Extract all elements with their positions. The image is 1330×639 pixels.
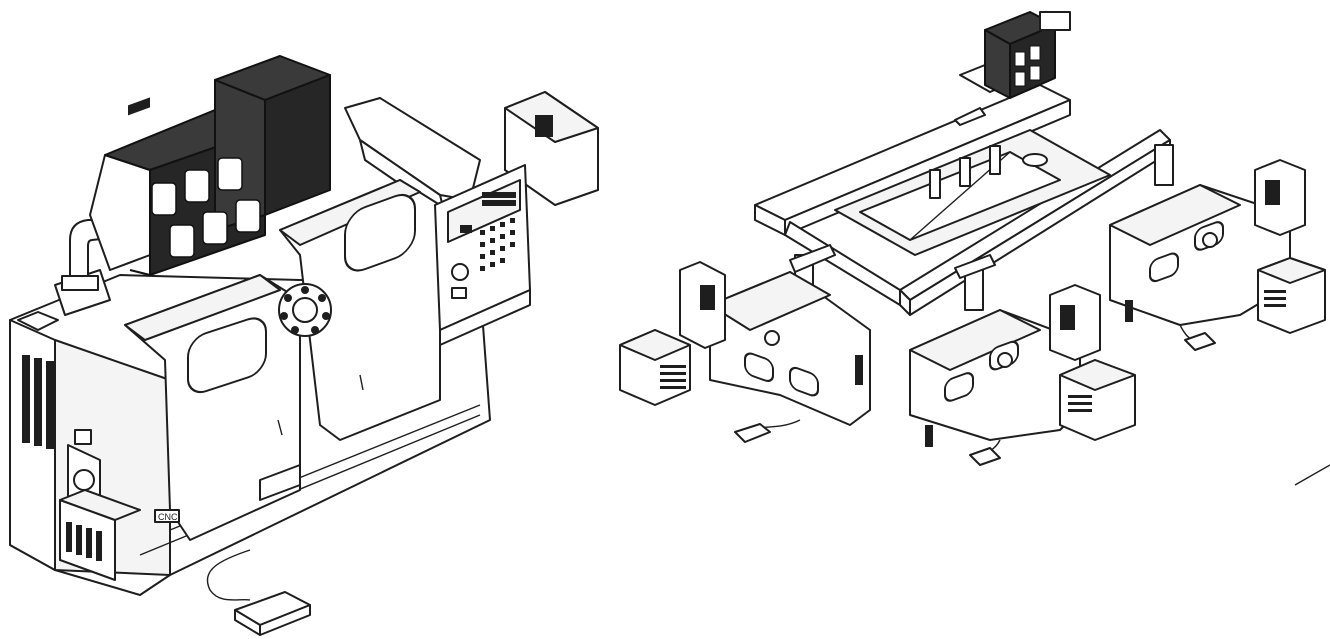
keypad <box>480 218 515 271</box>
machine-badge-plate <box>154 509 180 523</box>
coolant-unit <box>59 489 141 581</box>
control-panel <box>434 164 531 346</box>
chip-conveyor <box>344 91 599 216</box>
support-column-right <box>1154 144 1174 186</box>
sliding-guard-doors <box>124 179 441 541</box>
cell-machine-center <box>909 284 1136 466</box>
foot-pedal <box>206 549 311 636</box>
foot-pedal-right <box>1184 332 1216 351</box>
right-panel-manufacturing-cell <box>619 11 1330 486</box>
mist-collector-unit <box>89 55 331 276</box>
side-vents <box>22 355 54 449</box>
foot-pedal-left <box>734 423 771 443</box>
cropped-edge-line <box>1294 464 1330 486</box>
cart-slots <box>660 365 686 389</box>
tool-turret <box>278 283 332 337</box>
cell-machine-right <box>1109 159 1326 351</box>
top-corner-cap <box>17 311 59 331</box>
filter-panel <box>151 182 177 216</box>
left-panel-cnc-lathe: CNC <box>9 55 599 636</box>
front-tray <box>259 464 301 501</box>
machine-badge: CNC <box>158 512 178 522</box>
foot-pedal-center <box>969 447 1001 466</box>
overhead-gantry-carriage <box>954 11 1071 126</box>
cell-machine-left <box>619 261 871 443</box>
